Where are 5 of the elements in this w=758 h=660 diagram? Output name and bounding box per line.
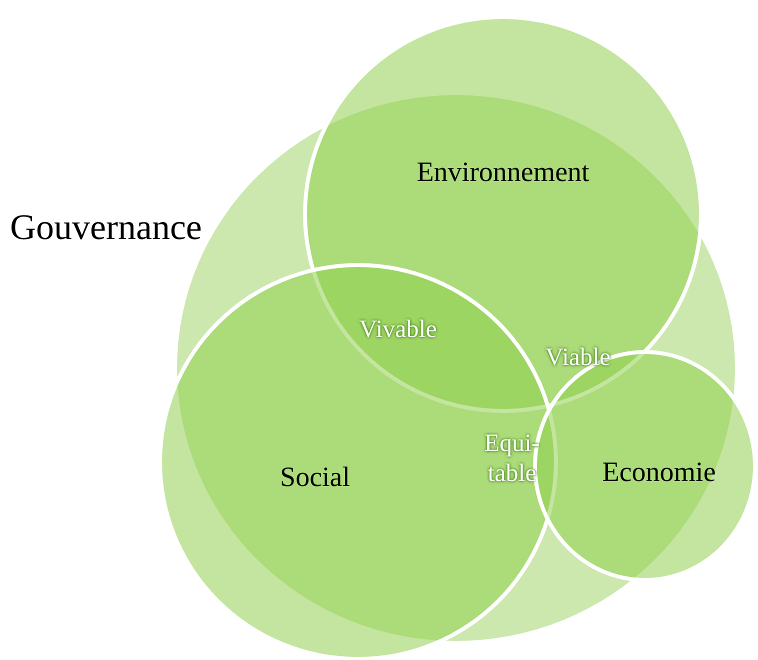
circle-label: Social bbox=[280, 462, 350, 494]
circle-title: Gouvernance bbox=[10, 206, 202, 248]
circle-label: Environnement bbox=[416, 157, 590, 189]
circle-label: Economie bbox=[602, 457, 716, 489]
overlap-label: Vivable bbox=[359, 315, 437, 345]
